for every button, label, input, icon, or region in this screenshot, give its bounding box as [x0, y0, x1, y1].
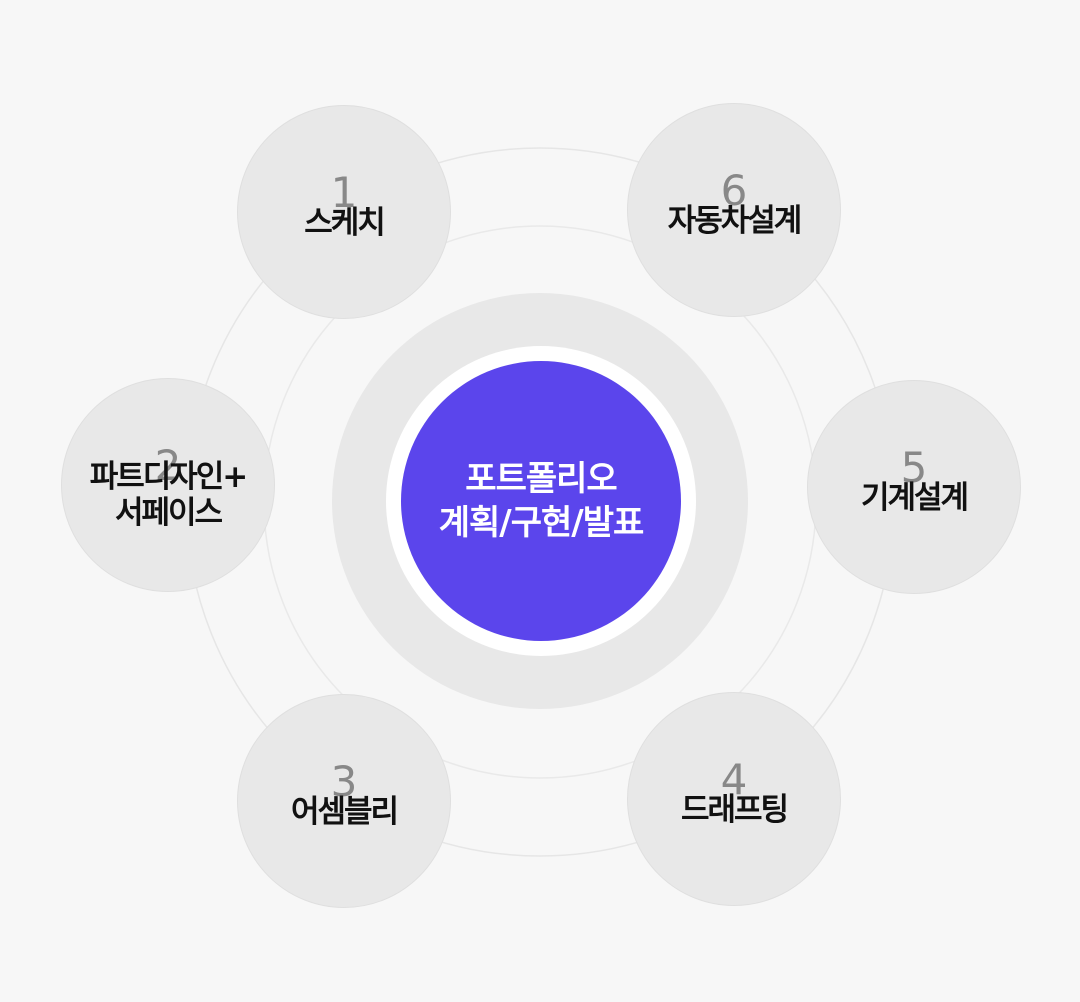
node-number: 6 [720, 166, 748, 215]
node-drafting: 4 드래프팅 [627, 692, 841, 906]
node-number: 2 [154, 441, 182, 490]
node-label: 기계설계 [860, 480, 969, 517]
center-title: 포트폴리오 [465, 458, 617, 499]
node-label: 어셈블리 [290, 794, 399, 831]
center-subtitle: 계획/구현/발표 [438, 503, 645, 543]
node-label: 드래프팅 [680, 792, 789, 829]
node-label: 자동차설계 [667, 203, 803, 240]
node-part-design-surface: 2 파트디자인+ 서페이스 [61, 378, 275, 592]
node-sketch: 1 스케치 [237, 105, 451, 319]
node-label: 스케치 [304, 205, 386, 242]
node-number: 1 [330, 168, 358, 217]
node-automotive-design: 6 자동차설계 [627, 103, 841, 317]
node-number: 5 [900, 443, 928, 492]
node-label: 파트디자인+ 서페이스 [89, 459, 249, 531]
center-circle: 포트폴리오 계획/구현/발표 [401, 361, 681, 641]
node-assembly: 3 어셈블리 [237, 694, 451, 908]
node-mechanical-design: 5 기계설계 [807, 380, 1021, 594]
node-number: 3 [330, 757, 358, 806]
node-number: 4 [720, 755, 748, 804]
